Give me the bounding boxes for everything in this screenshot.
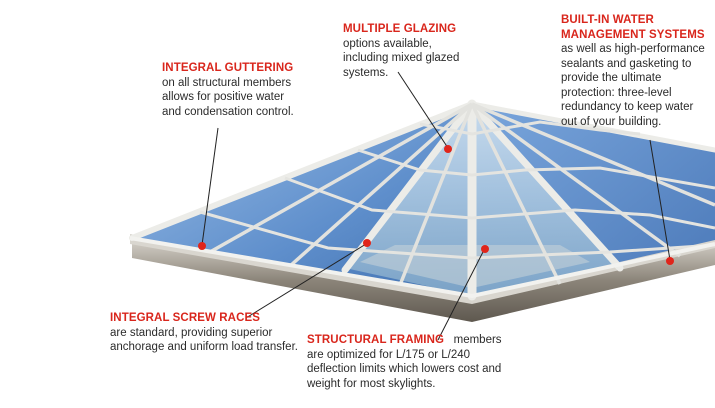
callout-integral-guttering: INTEGRAL GUTTERING on all structural mem… (162, 61, 302, 119)
callout-text: are optimized for L/175 or L/240 deflect… (307, 348, 502, 390)
skylight-curb (132, 238, 715, 322)
eave-edge (129, 236, 715, 299)
callout-structural-framing: STRUCTURAL FRAMING members are optimized… (307, 333, 507, 391)
hip-rafter-left (129, 101, 475, 241)
marker-framing (481, 245, 489, 253)
glazing-bar-right-3 (471, 102, 715, 207)
callout-water-management: BUILT-IN WATER MANAGEMENT SYSTEMS as wel… (561, 13, 711, 129)
callout-text-inline: members (453, 334, 502, 346)
marker-glazing (444, 145, 452, 153)
marker-screw (363, 239, 371, 247)
purlin-1 (419, 120, 641, 136)
callout-heading: BUILT-IN WATER MANAGEMENT SYSTEMS (561, 14, 705, 41)
purlin-2 (357, 148, 715, 190)
leader-screw (245, 243, 367, 319)
callout-multiple-glazing: MULTIPLE GLAZING options available, incl… (343, 22, 473, 80)
marker-water (666, 257, 674, 265)
callout-text: on all structural members allows for pos… (162, 76, 294, 118)
purlin-4 (199, 210, 715, 260)
callout-heading: STRUCTURAL FRAMING (307, 334, 445, 346)
glazing-bar-left-2 (288, 102, 474, 268)
purlin-3 (284, 176, 715, 230)
leader-glazing (397, 71, 449, 149)
leader-framing (437, 249, 485, 341)
callout-text: as well as high-performance sealants and… (561, 43, 705, 128)
callout-integral-screw-races: INTEGRAL SCREW RACES are standard, provi… (110, 311, 310, 355)
callout-heading: INTEGRAL GUTTERING (162, 62, 294, 74)
hip-rafter-front-right (468, 100, 624, 272)
leader-gutter (201, 127, 219, 246)
leader-water (649, 139, 671, 261)
callout-heading: INTEGRAL SCREW RACES (110, 312, 261, 324)
callout-heading: MULTIPLE GLAZING (343, 23, 457, 35)
hip-rafter-right (469, 101, 715, 153)
callout-text: are standard, providing superior anchora… (110, 326, 298, 354)
callout-text: options available, including mixed glaze… (343, 37, 460, 79)
marker-gutter (198, 242, 206, 250)
